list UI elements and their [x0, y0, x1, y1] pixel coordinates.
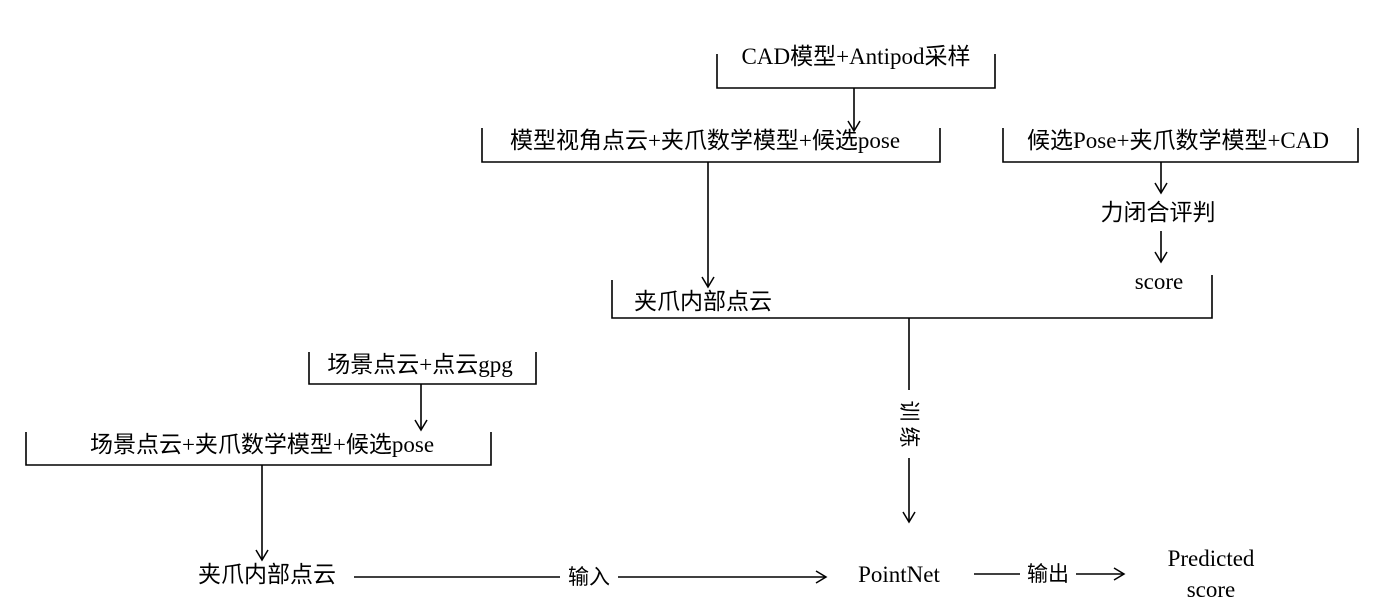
bracket-cad-sampling — [716, 54, 996, 89]
node-gripper-cloud-train: 夹爪内部点云 score — [611, 269, 1213, 319]
label-candidate-pose-cad: 候选Pose+夹爪数学模型+CAD — [1027, 128, 1329, 153]
node-cad-sampling: CAD模型+Antipod采样 — [716, 44, 996, 89]
node-predicted-score: Predicted score — [1168, 546, 1255, 602]
label-edge-output: 输出 — [1027, 562, 1069, 586]
label-model-view: 模型视角点云+夹爪数学模型+候选pose — [510, 128, 900, 153]
label-edge-train-glyph: 练 — [897, 427, 921, 448]
node-scene-model: 场景点云+夹爪数学模型+候选pose — [25, 432, 492, 466]
node-model-view: 模型视角点云+夹爪数学模型+候选pose — [481, 128, 941, 163]
label-predicted-line1: Predicted — [1168, 546, 1255, 571]
label-gripper-cloud-train: 夹爪内部点云 — [634, 289, 772, 314]
bracket-model-view — [481, 128, 941, 163]
bracket-candidate-pose-cad — [1002, 128, 1359, 163]
label-scene-gpg: 场景点云+点云gpg — [327, 352, 513, 377]
node-candidate-pose-cad: 候选Pose+夹爪数学模型+CAD — [1002, 128, 1359, 163]
label-pointnet: PointNet — [858, 562, 940, 587]
label-predicted-line2: score — [1187, 577, 1236, 602]
edge-output: 输出 — [974, 562, 1126, 586]
node-scene-gpg: 场景点云+点云gpg — [308, 352, 537, 385]
label-edge-train-glyph: 训 — [897, 401, 921, 422]
bracket-scene-model — [25, 432, 492, 466]
bracket-gripper-cloud-train — [611, 275, 1213, 319]
label-force-closure: 力闭合评判 — [1101, 200, 1216, 225]
edge-input: 输入 — [354, 565, 828, 589]
label-cad-sampling: CAD模型+Antipod采样 — [742, 44, 971, 69]
label-score: score — [1135, 269, 1184, 294]
label-gripper-cloud-input: 夹爪内部点云 — [198, 562, 336, 587]
label-edge-input: 输入 — [568, 565, 610, 589]
bracket-scene-gpg — [308, 352, 537, 385]
label-scene-model: 场景点云+夹爪数学模型+候选pose — [90, 432, 434, 457]
edge-train: 训练 训练 — [897, 318, 921, 524]
